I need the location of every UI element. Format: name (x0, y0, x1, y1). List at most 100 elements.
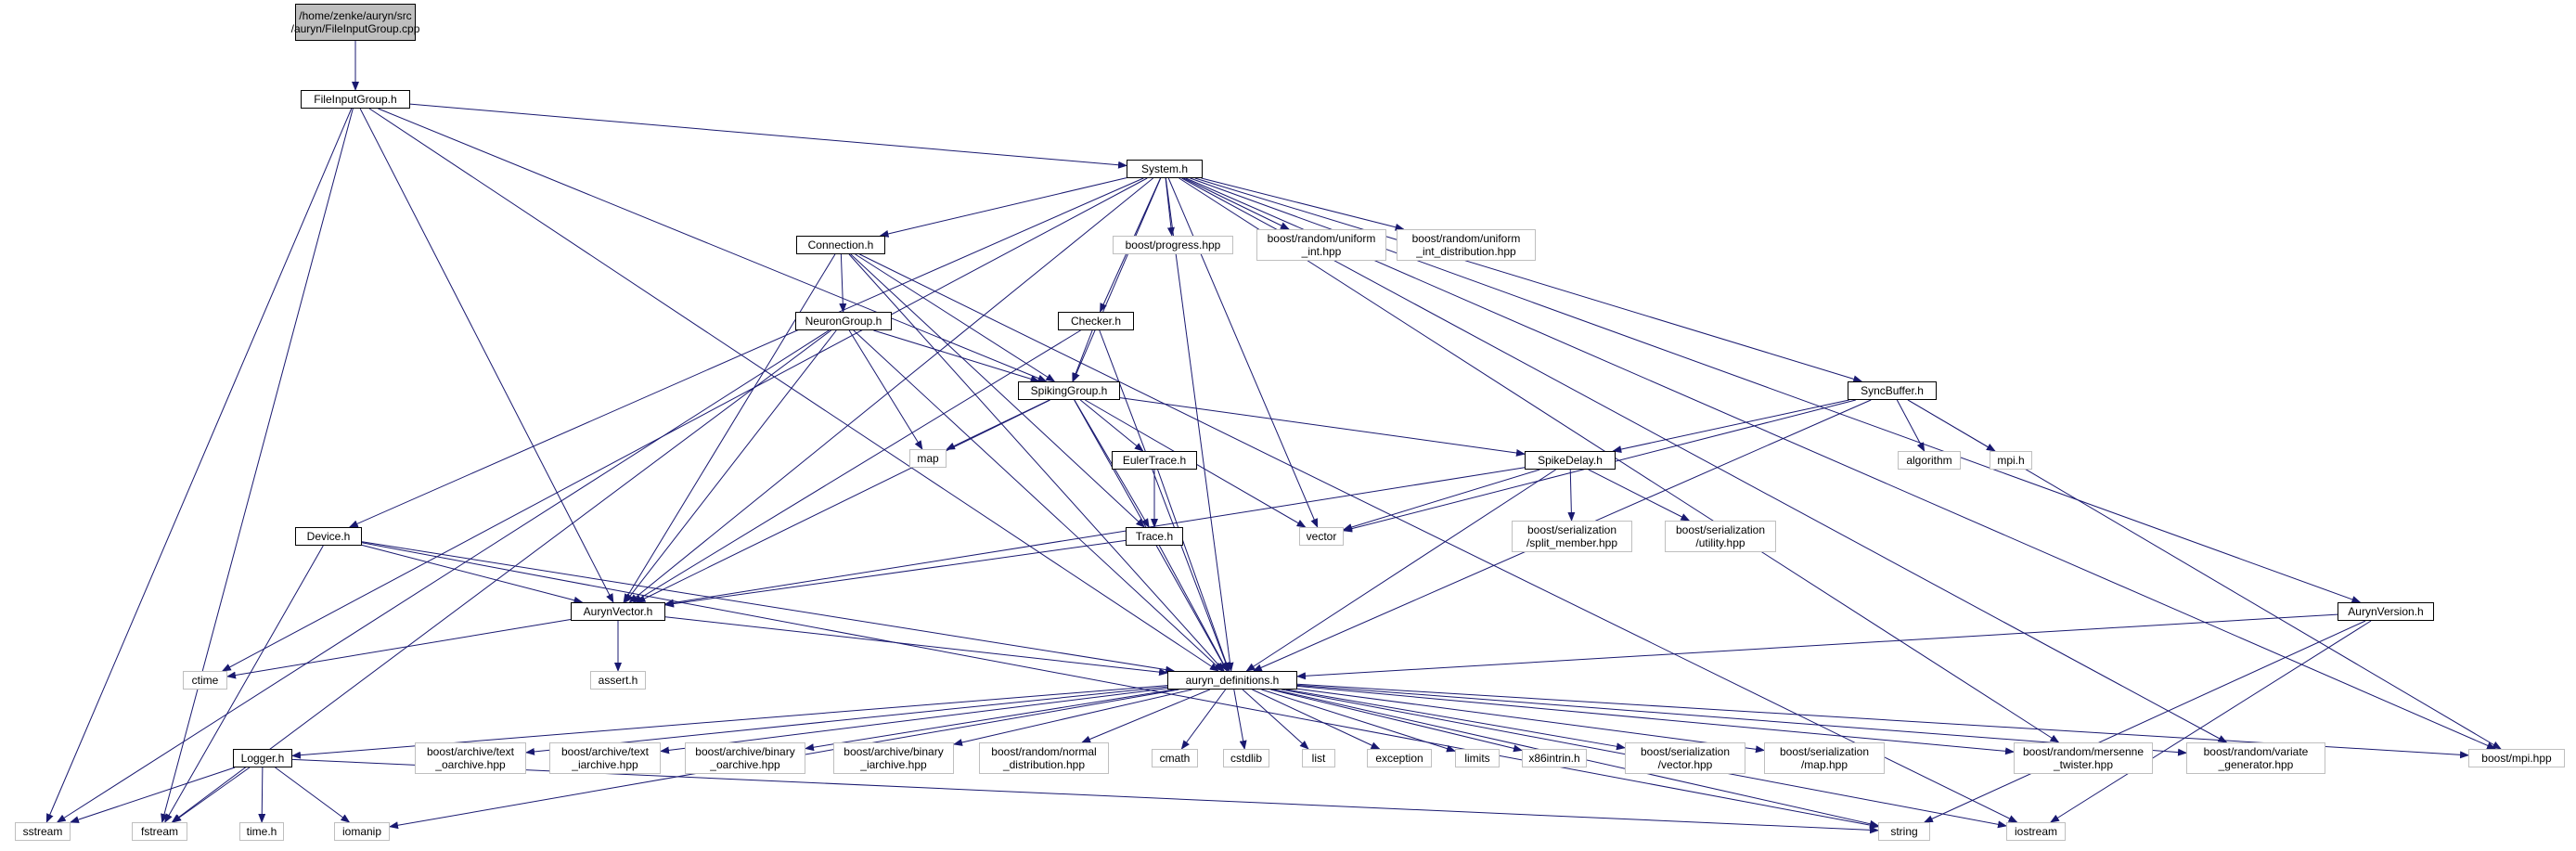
node-device[interactable]: Device.h (295, 527, 362, 546)
edge-eulertrace-to-auryn-definitions (1157, 469, 1230, 672)
edge-auryn-definitions-to-text-oarchive (525, 686, 1168, 755)
edge-spikinggroup-to-aurynvector (636, 399, 1050, 603)
edge-fileinputgroup-to-system (409, 103, 1127, 169)
edge-system-to-ctime (221, 177, 1148, 672)
node-eulertrace[interactable]: EulerTrace.h (1112, 451, 1197, 470)
edge-syncbuffer-to-spikedelay (1612, 399, 1849, 454)
edge-fileinputgroup-to-aurynvector (359, 108, 614, 603)
edge-fileinputgroup-to-sstream (45, 108, 353, 823)
edge-system-to-uniform-int (1183, 177, 1290, 230)
edge-aurynversion-to-iostream (2050, 620, 2372, 823)
node-list: list (1302, 749, 1335, 767)
edge-system-to-spikinggroup (1072, 177, 1162, 382)
edge-spikedelay-to-split-member (1567, 469, 1576, 522)
edge-fileinputgroup-to-fstream (161, 108, 354, 823)
edge-connection-to-iostream (859, 253, 2018, 823)
node-checker[interactable]: Checker.h (1058, 312, 1134, 330)
edge-trace-to-aurynvector (664, 539, 1127, 608)
node-ctime: ctime (183, 671, 227, 690)
node-fileinputgroup[interactable]: FileInputGroup.h (301, 90, 410, 109)
node-syncbuffer[interactable]: SyncBuffer.h (1848, 381, 1937, 400)
node-spikedelay[interactable]: SpikeDelay.h (1525, 451, 1616, 470)
edge-auryn-definitions-to-normal-dist (1081, 689, 1211, 743)
node-algorithm: algorithm (1898, 451, 1961, 470)
edge-auryn-definitions-to-variate (1296, 684, 2187, 756)
node-progress: boost/progress.hpp (1113, 236, 1233, 254)
edge-spikedelay-to-auryn-definitions (1245, 469, 1556, 672)
edge-system-to-uniform-int-dist (1201, 177, 1405, 231)
edge-logger-to-iomanip (275, 767, 351, 823)
edge-trace-to-auryn-definitions (1158, 545, 1229, 672)
node-boost-mpi: boost/mpi.hpp (2468, 749, 2565, 767)
edge-connection-to-spikinggroup (855, 253, 1056, 382)
node-spikinggroup[interactable]: SpikingGroup.h (1018, 381, 1120, 400)
node-split-member: boost/serialization /split_member.hpp (1512, 521, 1632, 552)
edge-checker-to-auryn-definitions (1099, 329, 1230, 672)
edge-aurynversion-to-auryn-definitions (1296, 613, 2338, 680)
node-mersenne: boost/random/mersenne _twister.hpp (2014, 742, 2153, 774)
edge-connection-to-trace (850, 253, 1145, 528)
node-root[interactable]: /home/zenke/auryn/src /auryn/FileInputGr… (291, 4, 419, 41)
edge-aurynvector-to-ctime (226, 618, 572, 679)
edge-spikedelay-to-aurynvector (664, 467, 1526, 607)
edge-connection-to-aurynvector (623, 253, 836, 603)
edge-logger-to-fstream (172, 767, 251, 823)
edge-neurongroup-to-auryn-definitions (853, 329, 1223, 672)
edge-checker-to-aurynvector (632, 329, 1081, 603)
node-map: map (909, 449, 947, 468)
edge-auryn-definitions-to-ser-map (1296, 688, 1765, 754)
edge-fileinputgroup-to-auryn-definitions (368, 108, 1219, 672)
node-auryn-definitions[interactable]: auryn_definitions.h (1167, 671, 1297, 690)
edge-logger-to-timeh (258, 767, 266, 823)
edge-spikedelay-to-vector (1343, 469, 1540, 531)
edge-auryn-definitions-to-limits (1261, 689, 1456, 753)
node-x86intrin: x86intrin.h (1522, 749, 1587, 767)
edge-connection-to-neurongroup (839, 253, 847, 313)
edge-fileinputgroup-to-spikinggroup (378, 108, 1048, 382)
edge-device-to-auryn-definitions (361, 541, 1176, 674)
edge-syncbuffer-to-algorithm (1896, 399, 1926, 452)
node-uniform-int-dist: boost/random/uniform _int_distribution.h… (1397, 229, 1536, 261)
edge-aurynvector-to-auryn-definitions (664, 616, 1168, 677)
node-text-oarchive: boost/archive/text _oarchive.hpp (415, 742, 526, 774)
edge-layer (45, 41, 2502, 834)
edge-neurongroup-to-aurynvector (625, 329, 837, 603)
node-asserth: assert.h (590, 671, 646, 690)
edge-device-to-fstream (164, 545, 324, 823)
node-binary-iarchive: boost/archive/binary _iarchive.hpp (833, 742, 954, 774)
edge-neurongroup-to-fstream (171, 329, 831, 823)
edge-auryn-definitions-to-cmath (1180, 689, 1227, 750)
node-neurongroup[interactable]: NeuronGroup.h (795, 312, 892, 330)
edge-neurongroup-to-sstream (56, 329, 830, 823)
node-logger[interactable]: Logger.h (233, 749, 292, 767)
node-system[interactable]: System.h (1127, 160, 1203, 178)
edge-neurongroup-to-map (848, 329, 923, 450)
edge-checker-to-spikinggroup (1072, 329, 1093, 382)
edge-device-to-aurynvector (361, 544, 584, 604)
node-normal-dist: boost/random/normal _distribution.hpp (979, 742, 1109, 774)
node-uniform-int: boost/random/uniform _int.hpp (1256, 229, 1386, 261)
node-trace[interactable]: Trace.h (1126, 527, 1183, 546)
node-aurynversion[interactable]: AurynVersion.h (2338, 602, 2434, 621)
edge-auryn-definitions-to-binary-oarchive (805, 689, 1175, 752)
node-aurynvector[interactable]: AurynVector.h (571, 602, 665, 621)
edge-auryn-definitions-to-text-iarchive (660, 688, 1168, 754)
edge-auryn-definitions-to-cstdlib (1233, 689, 1247, 750)
edge-system-to-auryn-definitions (1165, 177, 1234, 672)
edge-aurynversion-to-string (1923, 620, 2366, 823)
edge-spikinggroup-to-spikedelay (1119, 397, 1526, 457)
node-binary-oarchive: boost/archive/binary _oarchive.hpp (685, 742, 805, 774)
node-cmath: cmath (1152, 749, 1198, 767)
edge-auryn-definitions-to-list (1242, 689, 1309, 750)
node-connection[interactable]: Connection.h (796, 236, 885, 254)
node-exception: exception (1367, 749, 1432, 767)
edge-auryn-definitions-to-ser-vector (1286, 689, 1626, 751)
edge-device-to-string (361, 542, 1879, 830)
edge-connection-to-auryn-definitions (848, 253, 1225, 672)
node-text-iarchive: boost/archive/text _iarchive.hpp (549, 742, 661, 774)
node-vector: vector (1299, 527, 1344, 546)
node-sstream: sstream (15, 822, 71, 841)
node-variate: boost/random/variate _generator.hpp (2186, 742, 2325, 774)
node-limits: limits (1455, 749, 1500, 767)
